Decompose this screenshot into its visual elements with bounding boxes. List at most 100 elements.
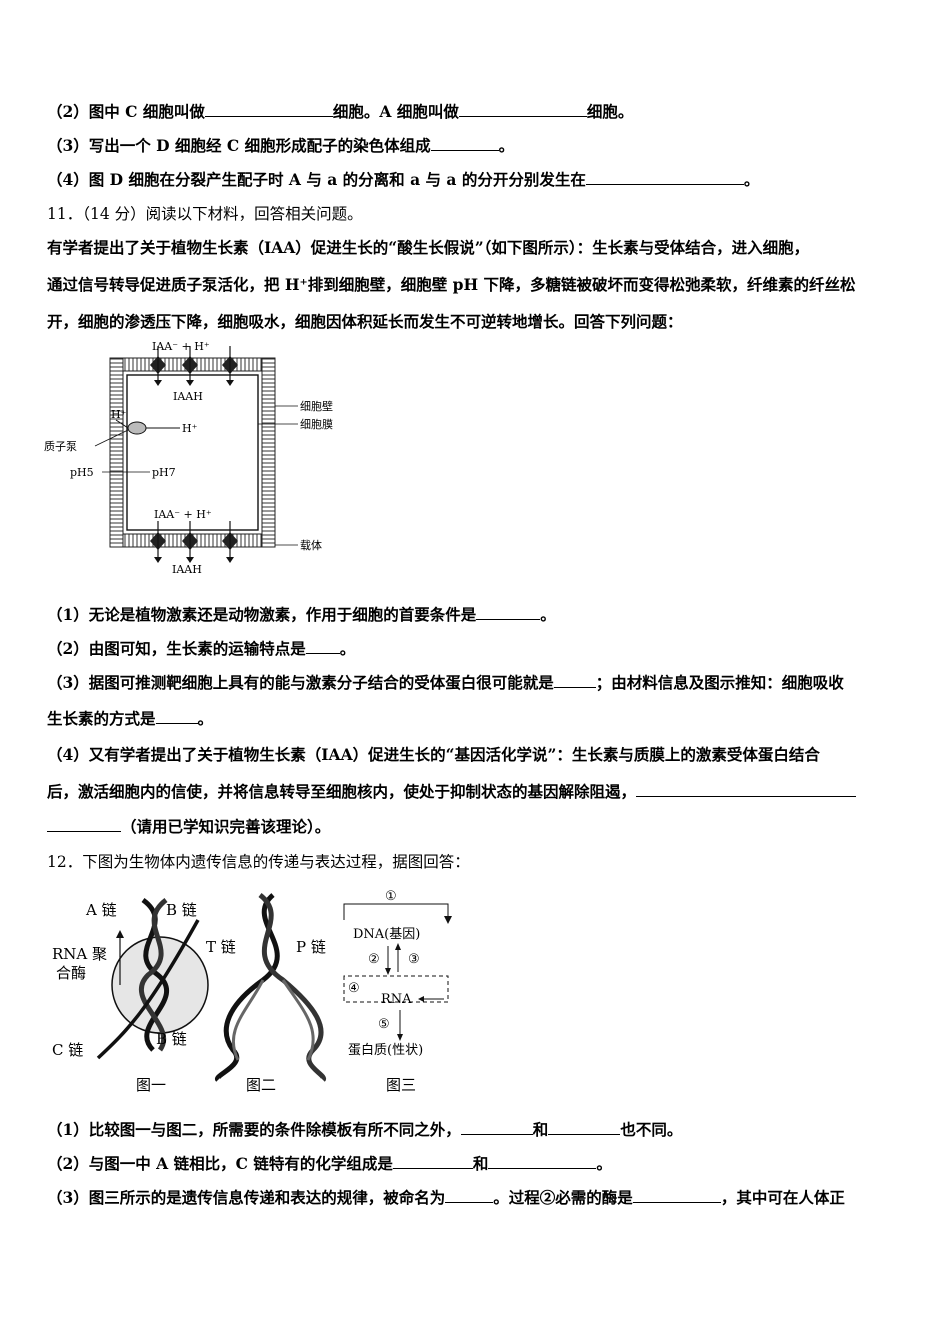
answer-blank[interactable] — [488, 1154, 597, 1169]
q10-part3: （3）写出一个 D 细胞经 C 细胞形成配子的染色体组成 。 — [47, 136, 514, 156]
ion-label-bottom: IAA⁻ + H⁺ — [154, 508, 212, 521]
q11-sub3-text-b: ；由材料信息及图示推知：细胞吸收 — [595, 673, 844, 692]
carrier-icon — [222, 346, 238, 386]
q12-heading: 12．下图为生物体内遗传信息的传递与表达过程，据图回答： — [47, 852, 470, 872]
acid-growth-figure: IAA⁻ + H⁺ IAAH 细胞壁 细胞膜 H⁺ H⁺ 质子泵 pH5 pH7… — [44, 340, 333, 576]
q11-sub3-end: 。 — [197, 709, 214, 728]
q12-sub3: （3）图三所示的是遗传信息传递和表达的规律，被命名为 。过程②必需的酶是 ，其中可在… — [47, 1188, 845, 1208]
carrier-label: 载体 — [300, 538, 322, 552]
q11-sub4-line2: 后，激活细胞内的信使，并将信息转导至细胞核内，使处于抑制状态的基因解除阻遏， — [47, 782, 857, 802]
protein-trait-label: 蛋白质(性状) — [348, 1042, 423, 1058]
q12-heading-text: 12．下图为生物体内遗传信息的传递与表达过程，据图回答： — [47, 853, 470, 871]
dna-gene-label: DNA(基因) — [353, 927, 420, 942]
q12-sub2-text-a: （2）与图一中 A 链相比，C 链特有的化学组成是 — [47, 1154, 393, 1173]
carrier-icon — [182, 521, 198, 563]
process-3-label: ③ — [408, 952, 420, 967]
q10-part4-end: 。 — [743, 170, 760, 189]
q10-part3-text: （3）写出一个 D 细胞经 C 细胞形成配子的染色体组成 — [47, 136, 431, 155]
t-chain-label: T 链 — [206, 938, 236, 956]
proton-pump-icon — [127, 421, 147, 435]
h-outside-label: H⁺ — [111, 408, 127, 421]
q11-sub3-line2: 生长素的方式是 。 — [47, 709, 213, 729]
figure-three-caption: 图三 — [386, 1076, 416, 1094]
rna-polymerase-label-1: RNA 聚 — [52, 945, 107, 963]
answer-blank[interactable] — [47, 817, 121, 832]
figure-one-transcription: A 链 B 链 RNA 聚 合酶 C 链 B 链 图一 — [52, 897, 209, 1094]
iaah-label-top: IAAH — [173, 390, 203, 403]
answer-blank[interactable] — [548, 1120, 621, 1135]
q11-sub2-end: 。 — [339, 639, 356, 658]
process-5-label: ⑤ — [378, 1017, 390, 1032]
q11-sub1-end: 。 — [540, 605, 556, 624]
q12-sub3-text-c: ，其中可在人体正 — [720, 1188, 845, 1207]
q11-sub2-text: （2）由图可知，生长素的运输特点是 — [47, 639, 306, 658]
q11-sub4-line3: （请用已学知识完善该理论）。 — [47, 817, 330, 837]
carrier-icon — [150, 346, 166, 386]
q11-sub3-line1: （3）据图可推测靶细胞上具有的能与激素分子结合的受体蛋白很可能就是；由材料信息及… — [47, 673, 844, 693]
q10-part4-text: （4）图 D 细胞在分裂产生配子时 A 与 a 的分离和 a 与 a 的分开分别… — [47, 170, 586, 189]
ph-inside-label: pH7 — [152, 466, 176, 479]
figure-two-caption: 图二 — [246, 1076, 276, 1094]
process-1-label: ① — [385, 889, 397, 904]
q11-sub4-text-b: 后，激活细胞内的信使，并将信息转导至细胞核内，使处于抑制状态的基因解除阻遏， — [47, 782, 637, 801]
q10-part3-end: 。 — [498, 136, 515, 155]
carrier-icon — [182, 346, 198, 386]
q10-part2: （2）图中 C 细胞叫做 细胞。A 细胞叫做 细胞。 — [47, 102, 633, 122]
a-chain-label: A 链 — [85, 901, 117, 919]
q12-sub1-text-c: 也不同。 — [620, 1120, 683, 1139]
ion-label-top: IAA⁻ + H⁺ — [152, 340, 210, 353]
c-chain-label: C 链 — [52, 1041, 83, 1059]
q12-sub1-text-b: 和 — [532, 1120, 549, 1139]
q12-sub3-text-a: （3）图三所示的是遗传信息传递和表达的规律，被命名为 — [47, 1188, 446, 1207]
carrier-icon — [150, 521, 166, 563]
q12-sub2-end: 。 — [596, 1154, 612, 1173]
process-4-label: ④ — [348, 981, 360, 996]
q12-sub1-text-a: （1）比较图一与图二，所需要的条件除模板有所不同之外， — [47, 1120, 461, 1139]
answer-blank[interactable] — [458, 102, 587, 117]
q10-part2-text-a: （2）图中 C 细胞叫做 — [47, 102, 205, 121]
answer-blank[interactable] — [204, 102, 333, 117]
h-inside-label: H⁺ — [182, 422, 198, 435]
cell-membrane-label: 细胞膜 — [300, 418, 333, 431]
answer-blank[interactable] — [553, 673, 596, 688]
answer-blank[interactable] — [392, 1154, 473, 1169]
q10-part2-text-b: 细胞。A 细胞叫做 — [332, 102, 459, 121]
ph-outside-label: pH5 — [70, 466, 94, 479]
answer-blank[interactable] — [476, 605, 541, 620]
cell-wall-label: 细胞壁 — [300, 399, 333, 413]
q12-sub1: （1）比较图一与图二，所需要的条件除模板有所不同之外， 和 也不同。 — [47, 1120, 682, 1140]
figure-three-central-dogma: ① DNA(基因) ② ③ ④ RNA ⑤ 蛋白质(性状) 图三 — [343, 889, 452, 1094]
answer-blank[interactable] — [632, 1188, 721, 1203]
b-chain-label-top: B 链 — [166, 901, 197, 919]
q12-sub2: （2）与图一中 A 链相比，C 链特有的化学组成是和。 — [47, 1154, 612, 1174]
q11-heading: 11．（14 分）阅读以下材料，回答相关问题。 — [47, 205, 363, 223]
answer-blank[interactable] — [460, 1120, 533, 1135]
answer-blank[interactable] — [585, 170, 744, 185]
answer-blank[interactable] — [445, 1188, 494, 1203]
q11-sub1: （1）无论是植物激素还是动物激素，作用于细胞的首要条件是 。 — [47, 605, 556, 625]
carrier-icon — [222, 521, 238, 563]
iaah-label-bottom: IAAH — [172, 563, 202, 576]
figure-one-caption: 图一 — [136, 1076, 166, 1094]
q11-sub3-text-c: 生长素的方式是 — [47, 709, 156, 728]
q11-sub2: （2）由图可知，生长素的运输特点是 。 — [47, 639, 355, 659]
proton-pump-label: 质子泵 — [44, 440, 77, 453]
answer-blank[interactable] — [305, 639, 340, 654]
q11-sub4-line1: （4）又有学者提出了关于植物生长素（IAA）促进生长的“基因活化学说”：生长素与… — [47, 745, 820, 764]
answer-blank[interactable] — [636, 782, 857, 797]
q11-material-line1: 有学者提出了关于植物生长素（IAA）促进生长的“酸生长假说”（如下图所示）：生长… — [47, 238, 810, 257]
q11-material-line2: 通过信号转导促进质子泵活化，把 H⁺排到细胞壁，细胞壁 pH 下降，多糖链被破坏… — [47, 275, 856, 294]
process-2-label: ② — [368, 952, 380, 967]
q11-sub1-text: （1）无论是植物激素还是动物激素，作用于细胞的首要条件是 — [47, 605, 477, 624]
answer-blank[interactable] — [155, 709, 198, 724]
q10-part4: （4）图 D 细胞在分裂产生配子时 A 与 a 的分离和 a 与 a 的分开分别… — [47, 170, 759, 190]
rna-label: RNA — [381, 992, 412, 1007]
p-chain-label: P 链 — [296, 938, 326, 956]
answer-blank[interactable] — [430, 136, 499, 151]
q10-part2-text-c: 细胞。 — [586, 102, 634, 121]
figure-two-replication: T 链 P 链 图二 — [206, 893, 326, 1094]
rna-polymerase-label-2: 合酶 — [56, 964, 86, 982]
q11-material-line3: 开，细胞的渗透压下降，细胞吸水，细胞因体积延长而发生不可逆转地增长。回答下列问题… — [47, 312, 683, 331]
q12-sub3-text-b: 。过程②必需的酶是 — [493, 1188, 633, 1207]
b-chain-label-bottom: B 链 — [156, 1030, 187, 1048]
